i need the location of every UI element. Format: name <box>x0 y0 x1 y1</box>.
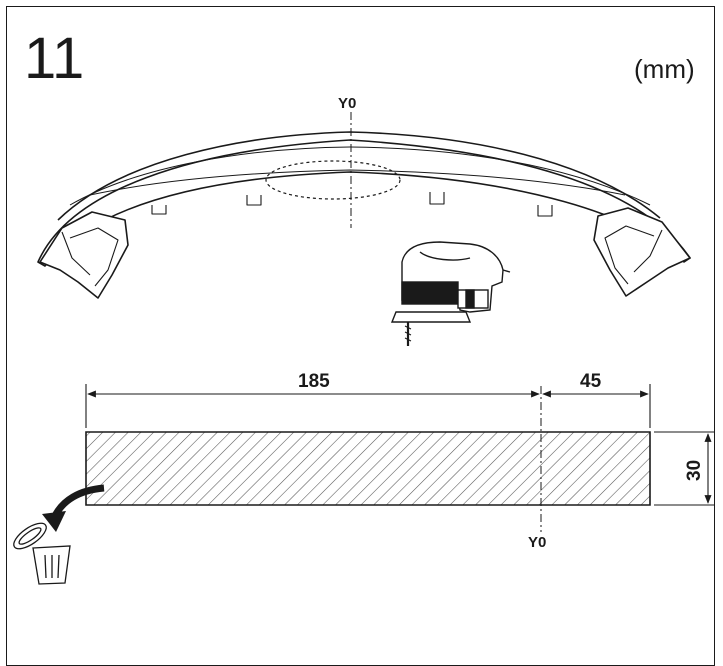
diagram-canvas: Y0 Y0 185 45 30 <box>13 95 714 585</box>
dimension-30: 30 <box>684 460 705 481</box>
bumper-illustration <box>37 112 691 299</box>
step-number: 11 <box>24 26 85 91</box>
unit-label: (mm) <box>634 54 695 84</box>
piece-axis-label: Y0 <box>528 534 546 551</box>
instruction-panel <box>6 6 715 666</box>
dimension-45: 45 <box>580 371 602 392</box>
dimension-lines <box>85 384 714 506</box>
trash-can-icon <box>13 522 71 585</box>
jigsaw-icon <box>390 241 511 346</box>
discard-arrow <box>42 484 105 532</box>
bumper-axis-label: Y0 <box>338 95 356 112</box>
dimension-185: 185 <box>298 371 330 392</box>
cut-piece <box>85 386 651 532</box>
